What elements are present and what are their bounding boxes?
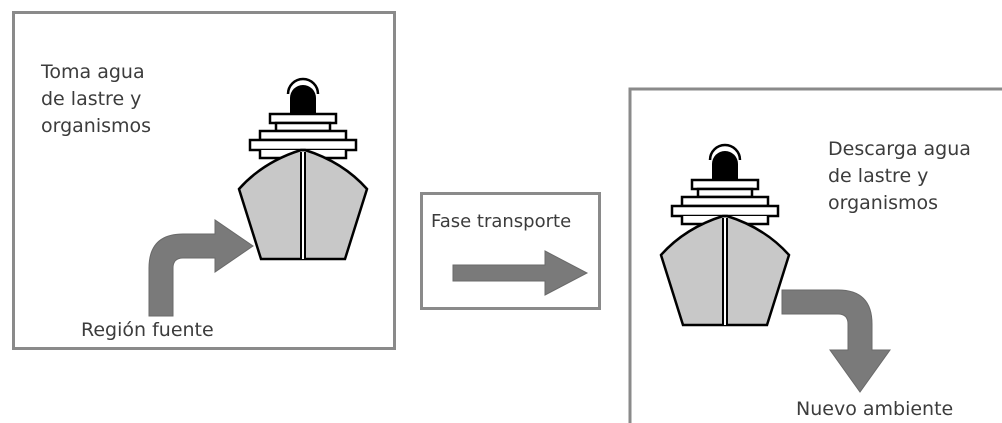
- source-description-line-1: Toma agua: [41, 61, 145, 83]
- intake-arrow-icon: [148, 219, 254, 317]
- transport-arrow-icon: [452, 250, 589, 296]
- destination-region-label: Nuevo ambiente: [796, 398, 954, 420]
- destination-description-line-1: Descarga agua: [828, 138, 971, 160]
- ship-icon: [237, 77, 369, 261]
- destination-description: Descarga agua de lastre y organismos: [828, 136, 971, 217]
- source-region-panel: Toma agua de lastre y organismos Región …: [12, 11, 396, 350]
- transport-phase-label: Fase transporte: [431, 211, 572, 232]
- destination-description-line-2: de lastre y: [828, 164, 929, 187]
- destination-description-line-3: organismos: [828, 191, 939, 214]
- source-description: Toma agua de lastre y organismos: [41, 59, 151, 140]
- transport-phase-panel: Fase transporte: [420, 192, 601, 310]
- ship-icon-destination: [659, 143, 791, 327]
- source-description-line-3: organismos: [41, 114, 152, 137]
- source-region-label: Región fuente: [81, 319, 214, 341]
- discharge-arrow-icon: [781, 289, 891, 393]
- source-description-line-2: de lastre y: [41, 87, 142, 110]
